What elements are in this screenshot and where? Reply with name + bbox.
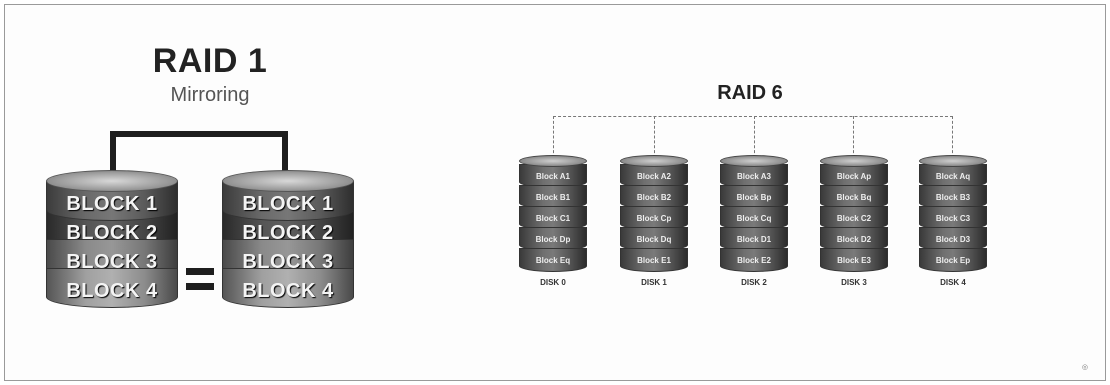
disk-top <box>222 170 354 192</box>
raid6-block: Block Eq <box>519 248 587 272</box>
raid6-bus-line <box>553 116 953 158</box>
raid6-block: Block B3 <box>919 185 987 209</box>
raid6-block: Block C1 <box>519 206 587 230</box>
raid6-block: Block E1 <box>620 248 688 272</box>
raid6-block: Block C2 <box>820 206 888 230</box>
raid6-block: Block Ep <box>919 248 987 272</box>
disk-top <box>919 155 987 167</box>
disk-top <box>46 170 178 192</box>
raid6-block: Block Bp <box>720 185 788 209</box>
raid6-block: Block E3 <box>820 248 888 272</box>
raid6-title: RAID 6 <box>717 82 783 104</box>
raid6-bus-drop <box>654 116 655 158</box>
raid1-block: BLOCK 4 <box>222 268 354 308</box>
disk-top <box>519 155 587 167</box>
raid1-block: BLOCK 4 <box>46 268 178 308</box>
raid6-block: Block Bq <box>820 185 888 209</box>
raid1-subtitle: Mirroring <box>170 84 250 106</box>
disk-top <box>720 155 788 167</box>
disk-top <box>620 155 688 167</box>
raid6-disk-label: DISK 3 <box>841 278 867 287</box>
raid1-disk-0: BLOCK 1 BLOCK 2 BLOCK 3 BLOCK 4 <box>46 170 178 308</box>
raid6-block: Block B1 <box>519 185 587 209</box>
raid6-block: Block B2 <box>620 185 688 209</box>
equals-icon <box>186 268 214 290</box>
raid6-bus-drop <box>754 116 755 158</box>
disk-top <box>820 155 888 167</box>
raid6-block: Block D1 <box>720 227 788 251</box>
raid1-disk-1: BLOCK 1 BLOCK 2 BLOCK 3 BLOCK 4 <box>222 170 354 308</box>
raid6-block: Block E2 <box>720 248 788 272</box>
mirror-connector <box>110 131 288 179</box>
raid6-disk-label: DISK 4 <box>940 278 966 287</box>
raid6-disk-label: DISK 0 <box>540 278 566 287</box>
raid6-disk-label: DISK 1 <box>641 278 667 287</box>
raid1-title: RAID 1 <box>152 42 268 80</box>
raid6-disk-label: DISK 2 <box>741 278 767 287</box>
raid6-bus-drop <box>853 116 854 158</box>
credit-logo: ◎ <box>1081 364 1088 371</box>
